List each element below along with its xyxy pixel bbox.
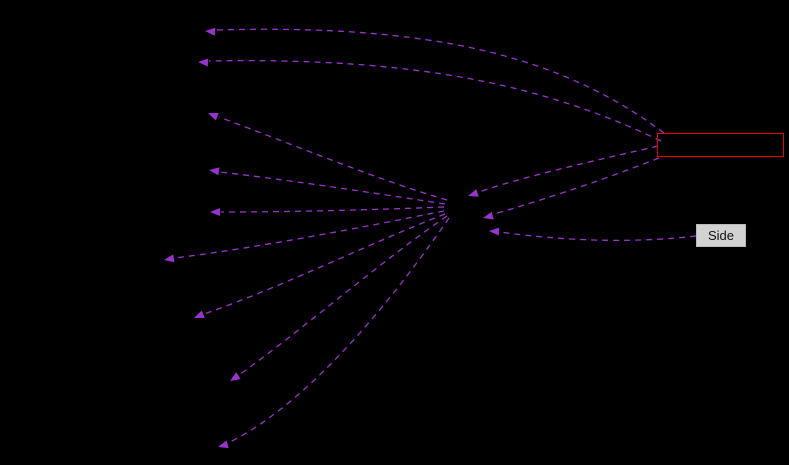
edge-current-to-top-node-2-arrowhead (198, 58, 209, 67)
edge-center-to-left-node-5 (220, 206, 445, 213)
edge-center-to-left-node-6 (174, 210, 445, 259)
edge-center-to-left-node-7 (203, 213, 446, 315)
edge-center-to-left-node-8 (238, 215, 448, 376)
edge-center-to-left-node-4-arrowhead (209, 167, 220, 176)
edge-center-to-left-node-9-arrowhead (218, 440, 229, 449)
edge-center-to-left-node-3-arrowhead (208, 113, 219, 121)
current-class-node[interactable] (657, 133, 784, 157)
edge-current-to-center-a (478, 145, 659, 193)
side-class-node[interactable]: Side (696, 224, 746, 247)
side-node-label: Side (707, 228, 735, 243)
edge-center-to-left-node-3 (218, 116, 448, 201)
edge-current-to-top-node-1-arrowhead (205, 27, 216, 36)
edge-current-to-top-node-2 (208, 60, 662, 142)
edge-center-to-left-node-6-arrowhead (164, 254, 175, 263)
edge-current-to-center-a-arrowhead (468, 189, 479, 197)
edge-center-to-left-node-5-arrowhead (210, 208, 220, 216)
edge-center-to-left-node-7-arrowhead (194, 310, 205, 318)
edge-center-to-left-node-4 (219, 171, 446, 205)
edge-current-to-top-node-1 (215, 28, 665, 134)
edge-center-to-left-node-9 (227, 217, 450, 444)
edge-current-to-center-b-arrowhead (483, 211, 494, 220)
edge-side-to-center (499, 231, 697, 242)
edge-side-to-center-arrowhead (489, 227, 500, 236)
edge-center-to-left-node-8-arrowhead (230, 372, 241, 381)
edge-current-to-center-b (493, 157, 660, 215)
